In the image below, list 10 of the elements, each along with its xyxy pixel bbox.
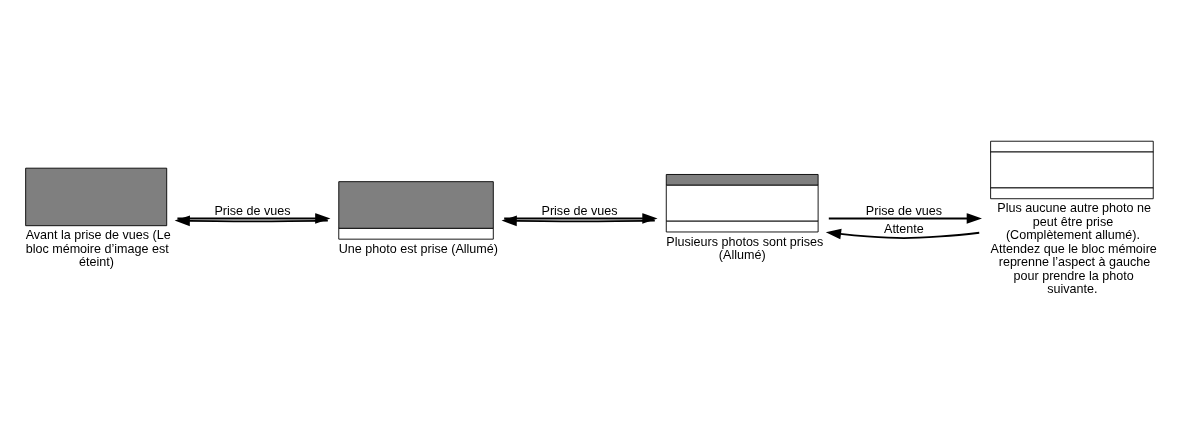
node-label: Avant la prise de vues (Le bloc mémoire d’image est éteint) <box>25 228 171 270</box>
edge-label: Prise de vues <box>865 204 942 219</box>
arrow <box>827 213 982 224</box>
edge-label: Attente <box>884 222 924 237</box>
edge-label: Prise de vues <box>214 204 291 219</box>
arrow <box>825 228 981 240</box>
node-label: Plusieurs photos sont prises (Allumé) <box>666 234 824 263</box>
node-label: Plus aucune autre photo ne peut être prise (Complètement allumé). Attendez que le bloc mémoire reprenne l’aspect à gauche pour prendre la photo suivante. <box>990 201 1157 297</box>
edge-label: Prise de vues <box>541 204 618 219</box>
node-label: Une photo est prise (Allumé) <box>338 241 498 256</box>
